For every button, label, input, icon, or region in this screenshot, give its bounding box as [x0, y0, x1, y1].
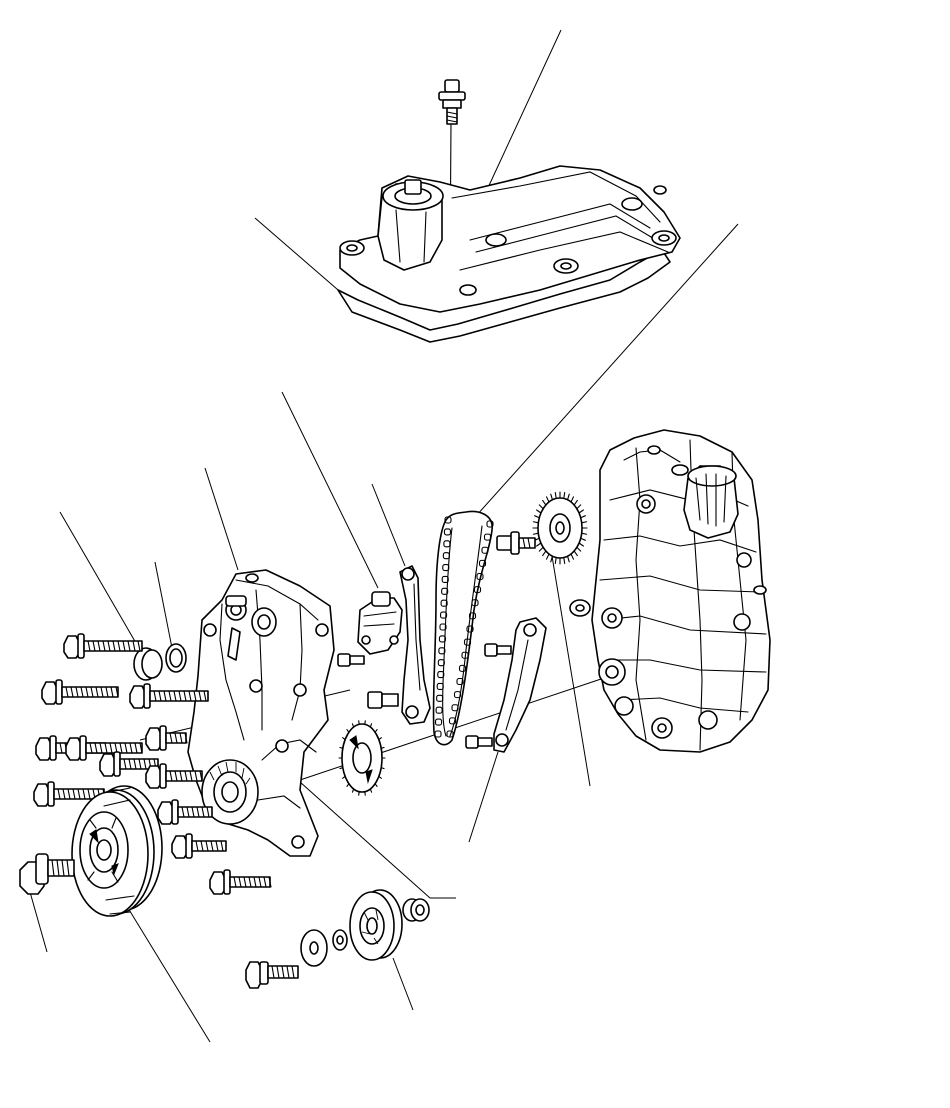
leader-chain-case: [205, 468, 238, 570]
tensioner-arm: [400, 566, 430, 724]
leader-cam-sprocket: [552, 556, 590, 786]
oil-seal: [166, 644, 186, 672]
leader-idler-pulley: [393, 958, 413, 1010]
leader-cylinder-head-cover: [486, 30, 561, 192]
leader-chain-guide: [469, 752, 498, 842]
sprocket-tooth: [555, 558, 556, 564]
sprocket-tooth: [555, 493, 556, 499]
leader-chain-tensioner: [282, 392, 378, 588]
leader-pulley-bolt: [30, 892, 47, 952]
leader-tensioner-arm: [372, 484, 405, 566]
chain-guide-bolt-2: [466, 736, 492, 748]
case-bolt: [146, 726, 187, 750]
chain-tensioner: [358, 592, 402, 654]
crankshaft-pulley-bolt: [20, 854, 74, 894]
chain-guide: [494, 618, 546, 752]
idler-pulley: [350, 890, 402, 960]
cam-sprocket-bolt: [497, 532, 535, 554]
leader-idler-assembly: [300, 782, 456, 898]
camshaft-sprocket: [533, 492, 587, 564]
tensioner-bolt-1: [338, 654, 364, 666]
sprocket-tooth: [543, 500, 546, 505]
leader-cap: [60, 512, 140, 650]
chain-guide-bolt-1: [485, 644, 511, 656]
case-bolt: [42, 680, 118, 704]
case-bolt: [64, 634, 142, 658]
idler-plate-washer: [301, 930, 327, 966]
idler-washer: [333, 930, 347, 950]
crankshaft-sprocket: [339, 721, 385, 795]
cylinder-head-cover: [340, 166, 680, 312]
sprocket-tooth: [574, 551, 577, 556]
sprocket-tooth: [564, 558, 565, 564]
engine-block: [570, 430, 770, 752]
sprocket-tooth: [574, 500, 577, 505]
cam-chain: [433, 512, 493, 745]
idler-bolt: [246, 962, 298, 988]
tensioner-bolt-2: [368, 692, 398, 708]
sprocket-tooth: [543, 551, 546, 556]
leader-oil-seal: [155, 562, 172, 648]
crankshaft-pulley: [72, 786, 162, 916]
leader-gasket: [255, 218, 345, 296]
leader-crank-pulley: [128, 908, 210, 1042]
case-bolt: [210, 870, 271, 894]
case-bolt: [172, 834, 226, 858]
cap: [134, 648, 162, 680]
idler-bushing: [403, 899, 429, 921]
sprocket-tooth: [564, 493, 565, 499]
